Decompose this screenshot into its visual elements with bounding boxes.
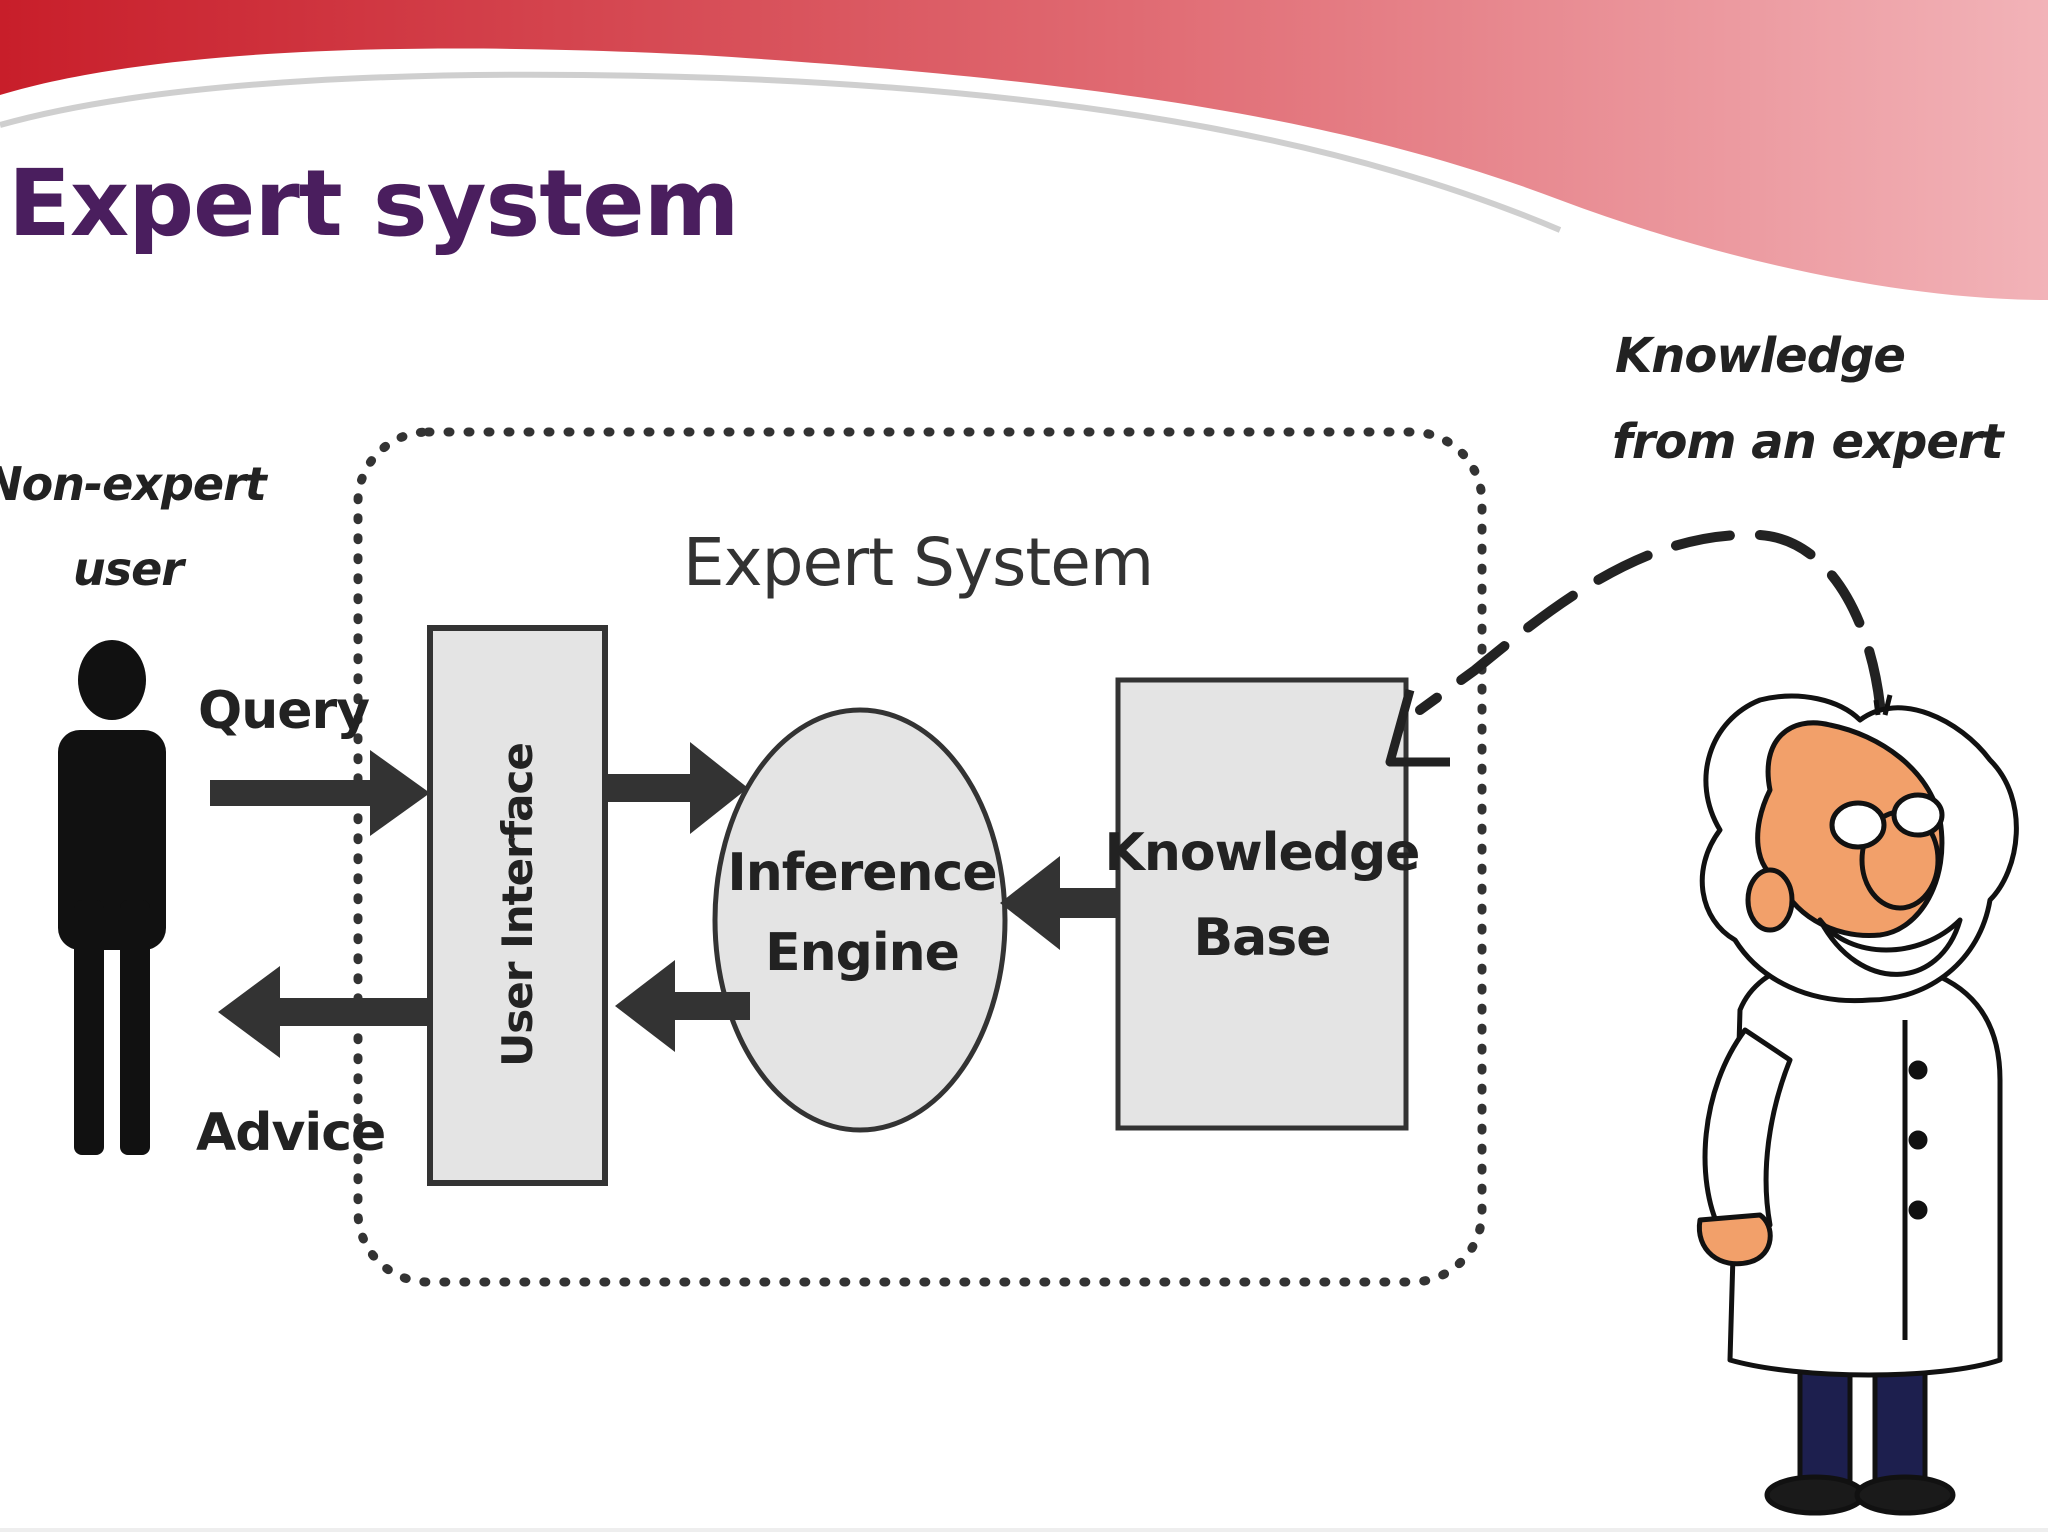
inference-engine-label-line1: Inference (727, 843, 996, 903)
knowledge-base-label-line1: Knowledge (1105, 823, 1420, 883)
non-expert-user-label-line1: Non-expert (0, 457, 269, 511)
inference-engine-node: Inference Engine (712, 707, 1008, 1133)
query-label: Query (198, 681, 369, 741)
arrow-interface-to-engine (605, 742, 748, 834)
arrow-knowledge-to-engine (1000, 856, 1118, 950)
expert-system-label: Expert System (683, 524, 1153, 601)
knowledge-transfer-arrowhead (1385, 688, 1450, 767)
non-expert-user-figure (58, 640, 166, 1155)
inference-engine-label-line2: Engine (765, 923, 959, 983)
expert-system-boundary (353, 427, 1487, 1287)
knowledge-transfer-line (1415, 529, 1885, 715)
knowledge-base-node: Knowledge Base (1105, 677, 1420, 1131)
slide-title: Expert system (8, 150, 740, 257)
user-interface-node: User Interface (427, 625, 608, 1186)
header-banner (0, 0, 2048, 300)
user-interface-label: User Interface (493, 743, 542, 1067)
advice-label: Advice (196, 1103, 385, 1163)
non-expert-user-label-line2: user (73, 542, 187, 596)
knowledge-base-label-line2: Base (1194, 908, 1331, 968)
expert-label-line2: from an expert (1612, 414, 2006, 470)
expert-cartoon-figure (1696, 693, 2019, 1516)
arrow-query-to-interface (210, 750, 430, 836)
expert-label-line1: Knowledge (1615, 328, 1905, 384)
arrow-advice-to-user (218, 966, 430, 1058)
arrow-engine-to-interface (615, 960, 750, 1052)
